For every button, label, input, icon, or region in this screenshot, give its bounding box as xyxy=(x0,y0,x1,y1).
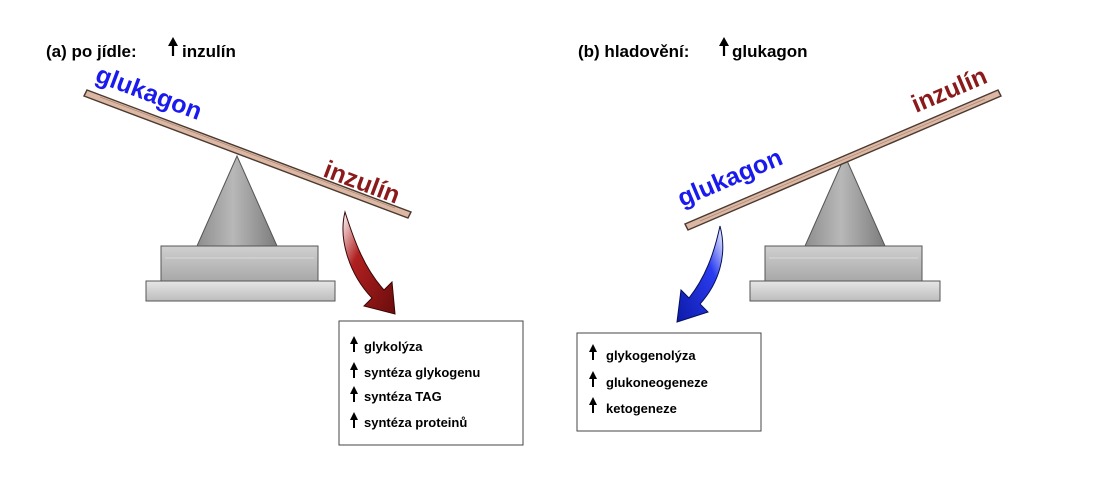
panel-b-title-hormone: glukagon xyxy=(732,42,808,61)
effect-label: syntéza glykogenu xyxy=(364,365,480,380)
panel-b-title-prefix: (b) hladovění: xyxy=(578,42,689,61)
up-arrow-icon xyxy=(589,371,597,387)
panel-a-title-prefix: (a) po jídle: xyxy=(46,42,137,61)
inzulin-label: inzulín xyxy=(907,62,991,119)
up-arrow-icon xyxy=(719,37,729,56)
effect-item: glykolýza xyxy=(350,336,423,354)
balance-stand xyxy=(749,154,941,302)
effect-item: syntéza proteinů xyxy=(350,412,467,430)
balance-plank xyxy=(684,89,1002,231)
effect-label: ketogeneze xyxy=(606,401,677,416)
glukagon-label: glukagon xyxy=(673,143,786,212)
effects-box: glykolýza syntéza glykogenu syntéza TAG xyxy=(338,320,524,446)
effect-item: syntéza TAG xyxy=(350,386,442,404)
balance-stand xyxy=(145,154,336,302)
panel-a-title-hormone: inzulín xyxy=(182,42,236,61)
up-arrow-icon xyxy=(350,362,358,378)
effect-item: syntéza glykogenu xyxy=(350,362,480,380)
effect-item: glykogenolýza xyxy=(589,344,696,363)
effect-arrow-icon xyxy=(676,225,724,323)
effect-label: glykogenolýza xyxy=(606,348,696,363)
up-arrow-icon xyxy=(168,37,178,56)
effect-label: syntéza TAG xyxy=(364,389,442,404)
effect-item: ketogeneze xyxy=(589,397,677,416)
effect-label: glukoneogeneze xyxy=(606,375,708,390)
up-arrow-icon xyxy=(589,397,597,413)
up-arrow-icon xyxy=(350,412,358,428)
up-arrow-icon xyxy=(350,386,358,402)
up-arrow-icon xyxy=(589,344,597,360)
panel-a: (a) po jídle: inzulín glukagon inzulín xyxy=(46,37,524,446)
effect-label: syntéza proteinů xyxy=(364,415,467,430)
effect-label: glykolýza xyxy=(364,339,423,354)
panel-b: (b) hladovění: glukagon glukagon inzulín xyxy=(576,37,1002,432)
balance-plank xyxy=(83,89,412,219)
effect-arrow-icon xyxy=(342,210,396,315)
up-arrow-icon xyxy=(350,336,358,352)
effects-box: glykogenolýza glukoneogeneze ketogeneze xyxy=(576,332,762,432)
effect-item: glukoneogeneze xyxy=(589,371,708,390)
